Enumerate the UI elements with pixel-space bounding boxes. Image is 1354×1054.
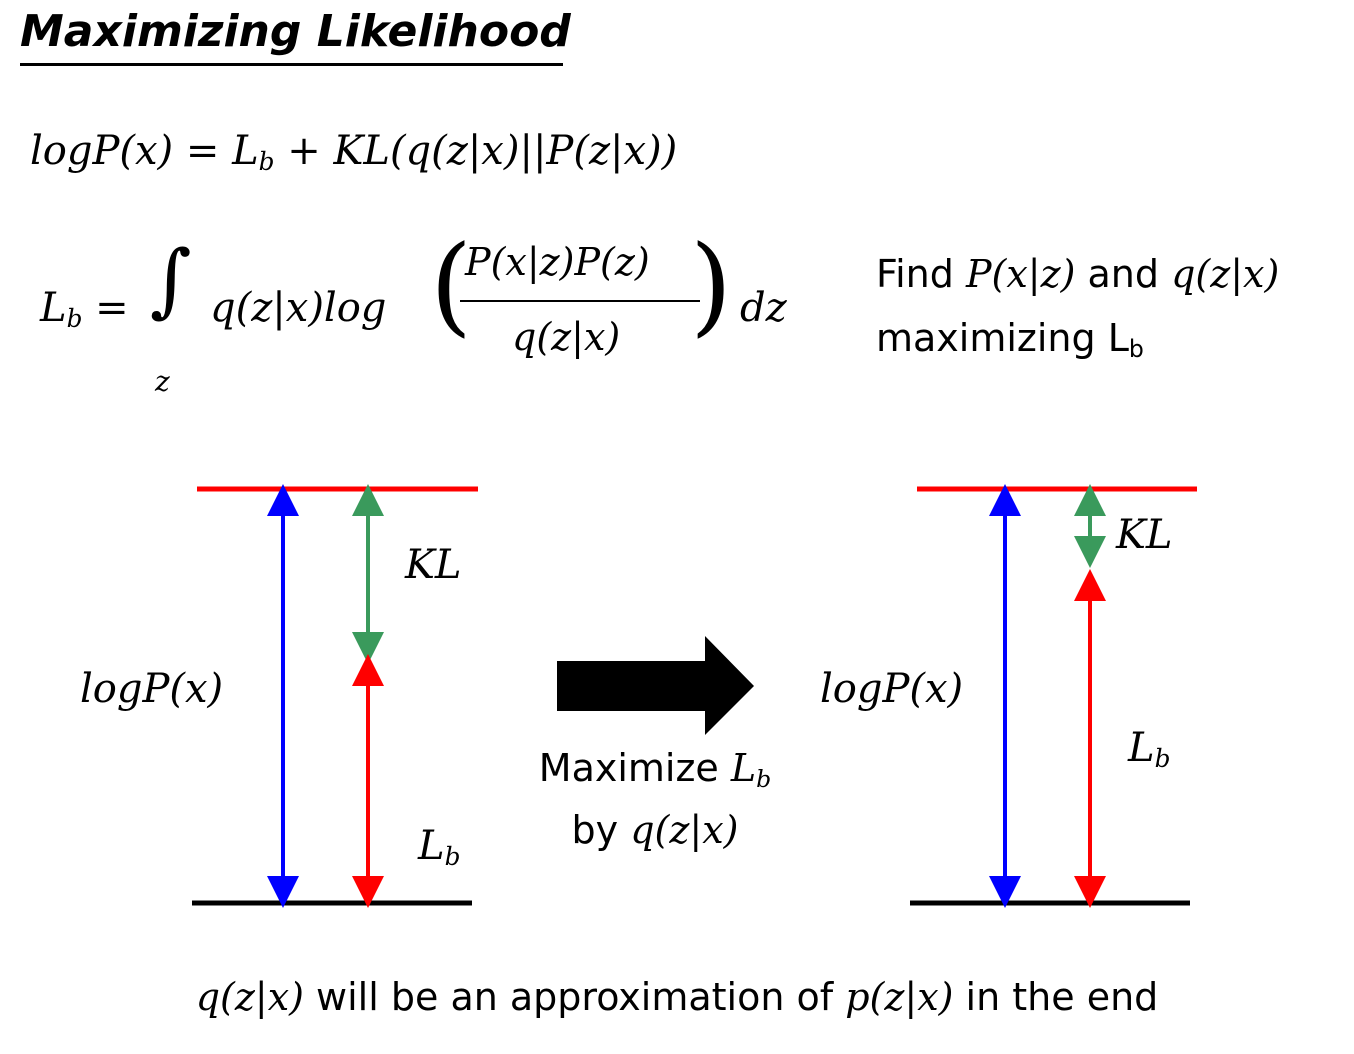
- eq2-equals: =: [82, 285, 129, 331]
- caption-maximize-text: Maximize: [538, 746, 731, 790]
- left-kl-label: KL: [405, 542, 462, 588]
- title-underline: [20, 63, 563, 66]
- bottom-middle: will be an approximation of: [303, 975, 846, 1019]
- eq1-rhs: + KL(q(z|x)||P(z|x)): [274, 128, 678, 174]
- equation-log-likelihood: logP(x) = Lb + KL(q(z|x)||P(z|x)): [30, 128, 677, 176]
- bottom-p-zx: p(z|x): [845, 975, 954, 1019]
- big-right-arrow-icon: [557, 636, 754, 735]
- right-logp-label: logP(x): [820, 666, 964, 712]
- note-p-xz: P(x|z): [965, 252, 1076, 296]
- caption-by: by: [571, 808, 631, 852]
- big-paren-right: ): [690, 223, 733, 348]
- eq1-sub-b: b: [258, 147, 275, 177]
- bottom-q-zx: q(z|x): [195, 975, 304, 1019]
- caption-by-q: by q(z|x): [520, 808, 790, 852]
- note-maximizing: maximizing Lb: [876, 316, 1144, 363]
- fraction-bar: [460, 300, 700, 302]
- slide-title: Maximizing Likelihood: [20, 6, 571, 57]
- integrand: q(z|x)log: [210, 285, 387, 331]
- right-lb-label: Lb: [1128, 725, 1170, 773]
- left-lb-L: L: [418, 823, 445, 869]
- left-lb-label: Lb: [418, 823, 460, 871]
- fraction-numerator: P(x|z)P(z): [465, 240, 650, 284]
- note-find: Find P(x|z) and q(z|x): [876, 252, 1279, 296]
- left-logp-label: logP(x): [80, 666, 224, 712]
- caption-sub-b: b: [756, 764, 772, 793]
- integral-variable: z: [155, 365, 170, 398]
- bottom-conclusion: q(z|x) will be an approximation of p(z|x…: [0, 975, 1354, 1019]
- caption-L: L: [730, 746, 757, 790]
- note-and: and: [1075, 252, 1172, 296]
- equation-lower-bound-lhs: Lb =: [40, 285, 129, 333]
- note-q-zx: q(z|x): [1171, 252, 1280, 296]
- right-lb-L: L: [1128, 725, 1155, 771]
- eq2-sub-b: b: [66, 304, 83, 334]
- caption-q-zx: q(z|x): [630, 808, 739, 852]
- eq2-L: L: [40, 285, 67, 331]
- right-lb-sub: b: [1154, 744, 1171, 774]
- note-maximizing-text: maximizing L: [876, 316, 1129, 360]
- fraction-denominator: q(z|x): [512, 315, 621, 359]
- right-kl-label: KL: [1116, 512, 1173, 558]
- note-find-prefix: Find: [876, 252, 966, 296]
- integral-symbol: ∫: [150, 233, 192, 326]
- differential-dz: dz: [740, 285, 787, 331]
- caption-maximize: Maximize Lb: [520, 746, 790, 793]
- left-lb-sub: b: [444, 842, 461, 872]
- big-paren-left: (: [430, 223, 473, 348]
- bottom-end: in the end: [953, 975, 1159, 1019]
- eq1-lhs: logP(x) = L: [30, 128, 259, 174]
- note-maximizing-sub: b: [1128, 334, 1144, 363]
